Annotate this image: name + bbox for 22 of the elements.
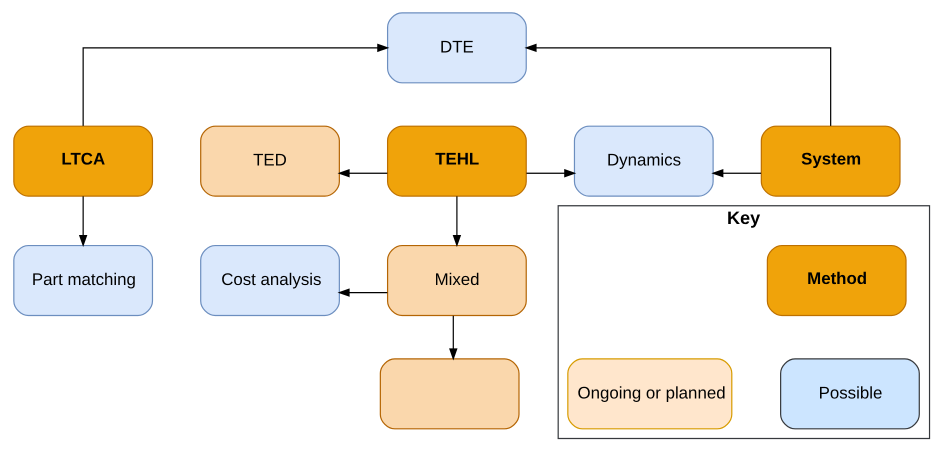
arrow — [337, 169, 387, 178]
arrow — [82, 44, 389, 126]
node-box: Part matching — [12, 244, 153, 316]
node-box: System — [760, 126, 900, 197]
arrow — [337, 288, 387, 297]
arrow — [78, 196, 87, 248]
node-box: Ongoing or planned — [566, 358, 732, 430]
node-box: LTCA — [12, 126, 153, 197]
arrow — [452, 196, 461, 248]
node-box: DTE — [386, 12, 526, 84]
node-box: TEHL — [386, 126, 526, 197]
node-box: TED — [200, 126, 340, 197]
node-box: Method — [766, 244, 906, 316]
node-box: Cost analysis — [200, 244, 340, 316]
arrow — [448, 316, 458, 360]
node-box: Dynamics — [573, 126, 714, 197]
node-box: Possible — [780, 358, 920, 430]
arrow — [524, 44, 831, 126]
arrow — [526, 169, 576, 178]
node-box — [379, 358, 520, 430]
node-box: Mixed — [386, 244, 526, 316]
arrow — [710, 169, 761, 178]
